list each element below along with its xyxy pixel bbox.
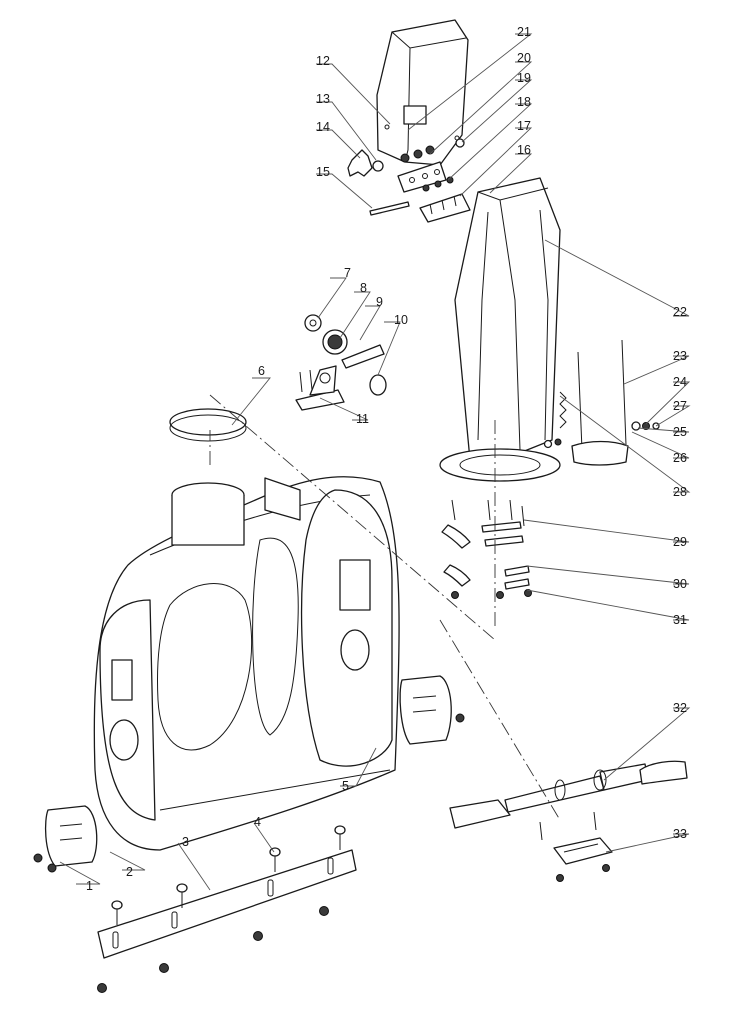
- callout-1: 1: [86, 879, 93, 893]
- skid-shoe-right: [399, 675, 465, 745]
- callout-17: 17: [517, 119, 531, 133]
- callout-30: 30: [673, 577, 687, 591]
- callout-5: 5: [342, 779, 349, 793]
- handle-mount-bracket: [539, 811, 613, 882]
- callout-3: 3: [182, 835, 189, 849]
- callout-7: 7: [344, 266, 351, 280]
- callout-32: 32: [673, 701, 687, 715]
- leader-lines: [59, 33, 691, 891]
- callout-13: 13: [316, 92, 330, 106]
- callout-33: 33: [673, 827, 687, 841]
- deflector-hardware: [400, 138, 465, 192]
- carriage-bolts: [111, 825, 346, 925]
- callout-29: 29: [673, 535, 687, 549]
- chute-spring: [559, 391, 567, 429]
- callout-2: 2: [126, 865, 133, 879]
- callout-15: 15: [316, 165, 330, 179]
- callout-25: 25: [673, 425, 687, 439]
- callout-12: 12: [316, 54, 330, 68]
- handle-assembly: [449, 760, 688, 829]
- auger-housing: [93, 476, 400, 851]
- callout-21: 21: [517, 25, 531, 39]
- callout-11: 11: [356, 412, 369, 426]
- chute-control-rods: [577, 339, 627, 451]
- skid-shoe-left: [33, 805, 98, 873]
- callout-28: 28: [673, 485, 687, 499]
- assembly-centerlines: [209, 394, 561, 821]
- discharge-chute: [454, 177, 561, 461]
- callout-23: 23: [673, 349, 687, 363]
- gear-bracket-assembly: [295, 314, 387, 411]
- callout-4: 4: [254, 815, 261, 829]
- callout-19: 19: [517, 71, 531, 85]
- ring-clamp-hardware: [441, 499, 532, 599]
- deflector-bracket: [397, 161, 447, 193]
- callout-24: 24: [673, 375, 687, 389]
- callout-26: 26: [673, 451, 687, 465]
- deflector-knob: [347, 149, 384, 177]
- deflector-mount-plate: [419, 193, 471, 223]
- callout-9: 9: [376, 295, 383, 309]
- callout-31: 31: [673, 613, 687, 627]
- chute-ring-base: [439, 448, 561, 482]
- callout-22: 22: [673, 305, 687, 319]
- chute-deflector: [376, 19, 469, 166]
- callout-18: 18: [517, 95, 531, 109]
- callout-6: 6: [258, 364, 265, 378]
- deflector-pin: [369, 201, 410, 216]
- callout-labels: 1 2 3 4 5 6 7 8 9 10 11 12 13 14 15 16 1…: [86, 25, 687, 893]
- callout-20: 20: [517, 51, 531, 65]
- callout-8: 8: [360, 281, 367, 295]
- callout-14: 14: [316, 120, 330, 134]
- chute-clamp: [571, 440, 629, 466]
- scraper-bar: [97, 849, 357, 959]
- scraper-nuts: [97, 906, 329, 993]
- callout-10: 10: [394, 313, 408, 327]
- callout-16: 16: [517, 143, 531, 157]
- chute-base-ring: [169, 408, 247, 442]
- callout-27: 27: [673, 399, 687, 413]
